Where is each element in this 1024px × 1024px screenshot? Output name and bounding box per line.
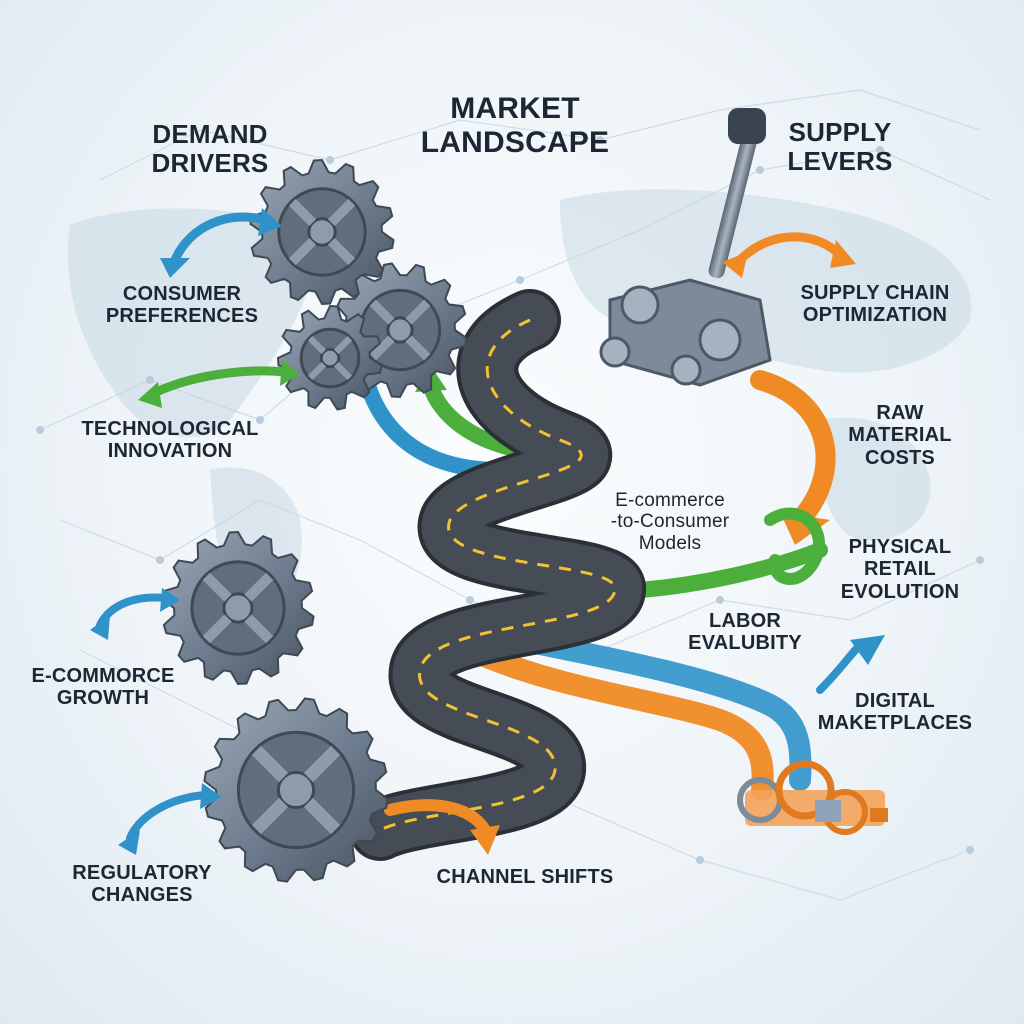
- physical-retail-evolution-label: PHYSICAL RETAIL EVOLUTION: [840, 536, 960, 603]
- orange-arrowhead-channel: [470, 825, 500, 855]
- gear-icon-top-large: [249, 158, 395, 306]
- supply-levers-heading: SUPPLY LEVERS: [787, 117, 893, 177]
- gear-icon-bottom-upper: [161, 530, 315, 686]
- blue-arrowhead-consumer: [160, 258, 190, 278]
- blue-arrowhead-consumer-2: [258, 208, 282, 236]
- ecommerce-to-consumer-label: E-commerce -to-Consumer Models: [610, 490, 730, 554]
- orange-arrow-supply-chain: [735, 232, 845, 265]
- channel-shifts-label: CHANNEL SHIFTS: [436, 866, 614, 888]
- consumer-preferences-label: CONSUMER PREFERENCES: [105, 283, 259, 328]
- blue-ribbon: [509, 629, 812, 791]
- gear-icon-bottom-upper-spoke: [244, 572, 274, 602]
- blue-arrowhead-ecommorce-2: [160, 588, 180, 612]
- supply-chain-optimization-label: SUPPLY CHAIN OPTIMIZATION: [800, 282, 950, 327]
- gears: [161, 158, 468, 883]
- gear-icon-top-right-hub: [386, 316, 414, 344]
- digital-maketplaces-label: DIGITAL MAKETPLACES: [817, 690, 973, 735]
- gear-icon-bottom-large-spoke: [303, 745, 341, 783]
- winding-road: [349, 289, 646, 861]
- demand-drivers-heading: DEMAND DRIVERS: [151, 119, 269, 179]
- gear-icon-top-large-spoke: [327, 237, 356, 266]
- green-ribbon-to-physical: [632, 542, 828, 598]
- gear-icon-top-small-spoke: [333, 335, 353, 355]
- gear-icon-top-small-spoke: [307, 335, 327, 355]
- gear-icon-top-large-hub: [307, 217, 337, 247]
- ecommorce-growth-label: E-COMMORCE GROWTH: [31, 665, 175, 710]
- gear-icon-top-large-spoke: [327, 198, 356, 227]
- blue-arrowhead-regulatory-1: [118, 830, 140, 855]
- gear-icon-top-small-spoke: [333, 361, 353, 381]
- raw-material-costs-label: RAW MATERIAL COSTS: [848, 402, 952, 469]
- gear-icon-bottom-upper-spoke: [202, 572, 232, 602]
- green-arrow-technological: [145, 366, 290, 400]
- orange-arrow-channel: [384, 799, 491, 836]
- gear-icon-bottom-upper-spoke: [202, 614, 232, 644]
- blue-arrow-consumer: [170, 212, 270, 265]
- gear-icon-bottom-large-spoke: [303, 797, 341, 835]
- gear-icon-bottom-large-spoke: [251, 797, 289, 835]
- blue-arrowhead-regulatory-2: [200, 783, 222, 809]
- diagram-title: MARKET LANDSCAPE: [420, 92, 610, 159]
- gear-icon-top-small-hub: [319, 347, 341, 369]
- gear-icon-top-large-spoke: [288, 237, 317, 266]
- gear-icon-top-small: [276, 304, 383, 411]
- gear-icon-bottom-upper-spoke: [244, 614, 274, 644]
- gear-icon-bottom-large-spoke: [251, 745, 289, 783]
- blue-arrowhead-digital: [850, 635, 885, 665]
- gear-icon-top-large-spoke: [288, 198, 317, 227]
- blue-arrow-digital: [816, 641, 864, 694]
- gear-icon-bottom-upper-hub: [222, 592, 254, 624]
- orange-ribbon: [459, 639, 774, 801]
- gear-icon-top-right-spoke: [405, 335, 431, 361]
- labor-evalubity-label: LABOR EVALUBITY: [688, 610, 802, 655]
- orange-curve-from-lever: [750, 370, 836, 530]
- supply-lever: [599, 108, 772, 387]
- machinery-cluster: [737, 760, 888, 835]
- orange-arrowhead-supply-1: [722, 252, 748, 278]
- green-arrowhead-tech-2: [280, 360, 300, 386]
- orange-arrowhead: [780, 512, 830, 545]
- green-arrowhead-tech-1: [138, 382, 162, 408]
- gear-icon-bottom-large: [203, 697, 389, 883]
- orange-arrowhead-supply-2: [830, 240, 856, 268]
- green-swirl: [764, 507, 825, 585]
- gear-icon-top-right-spoke: [369, 335, 395, 361]
- gear-icon-top-right-spoke: [369, 299, 395, 325]
- technological-innovation-label: TECHNOLOGICAL INNOVATION: [81, 418, 259, 463]
- blue-arrow-ecommorce: [96, 593, 169, 629]
- gear-icon-top-small-spoke: [307, 361, 327, 381]
- regulatory-changes-label: REGULATORY CHANGES: [72, 862, 212, 907]
- blue-arrow-regulatory: [126, 791, 209, 842]
- gear-icon-bottom-large-hub: [276, 770, 316, 810]
- blue-arrowhead-ecommorce-1: [90, 615, 110, 640]
- gear-icon-top-right-spoke: [405, 299, 431, 325]
